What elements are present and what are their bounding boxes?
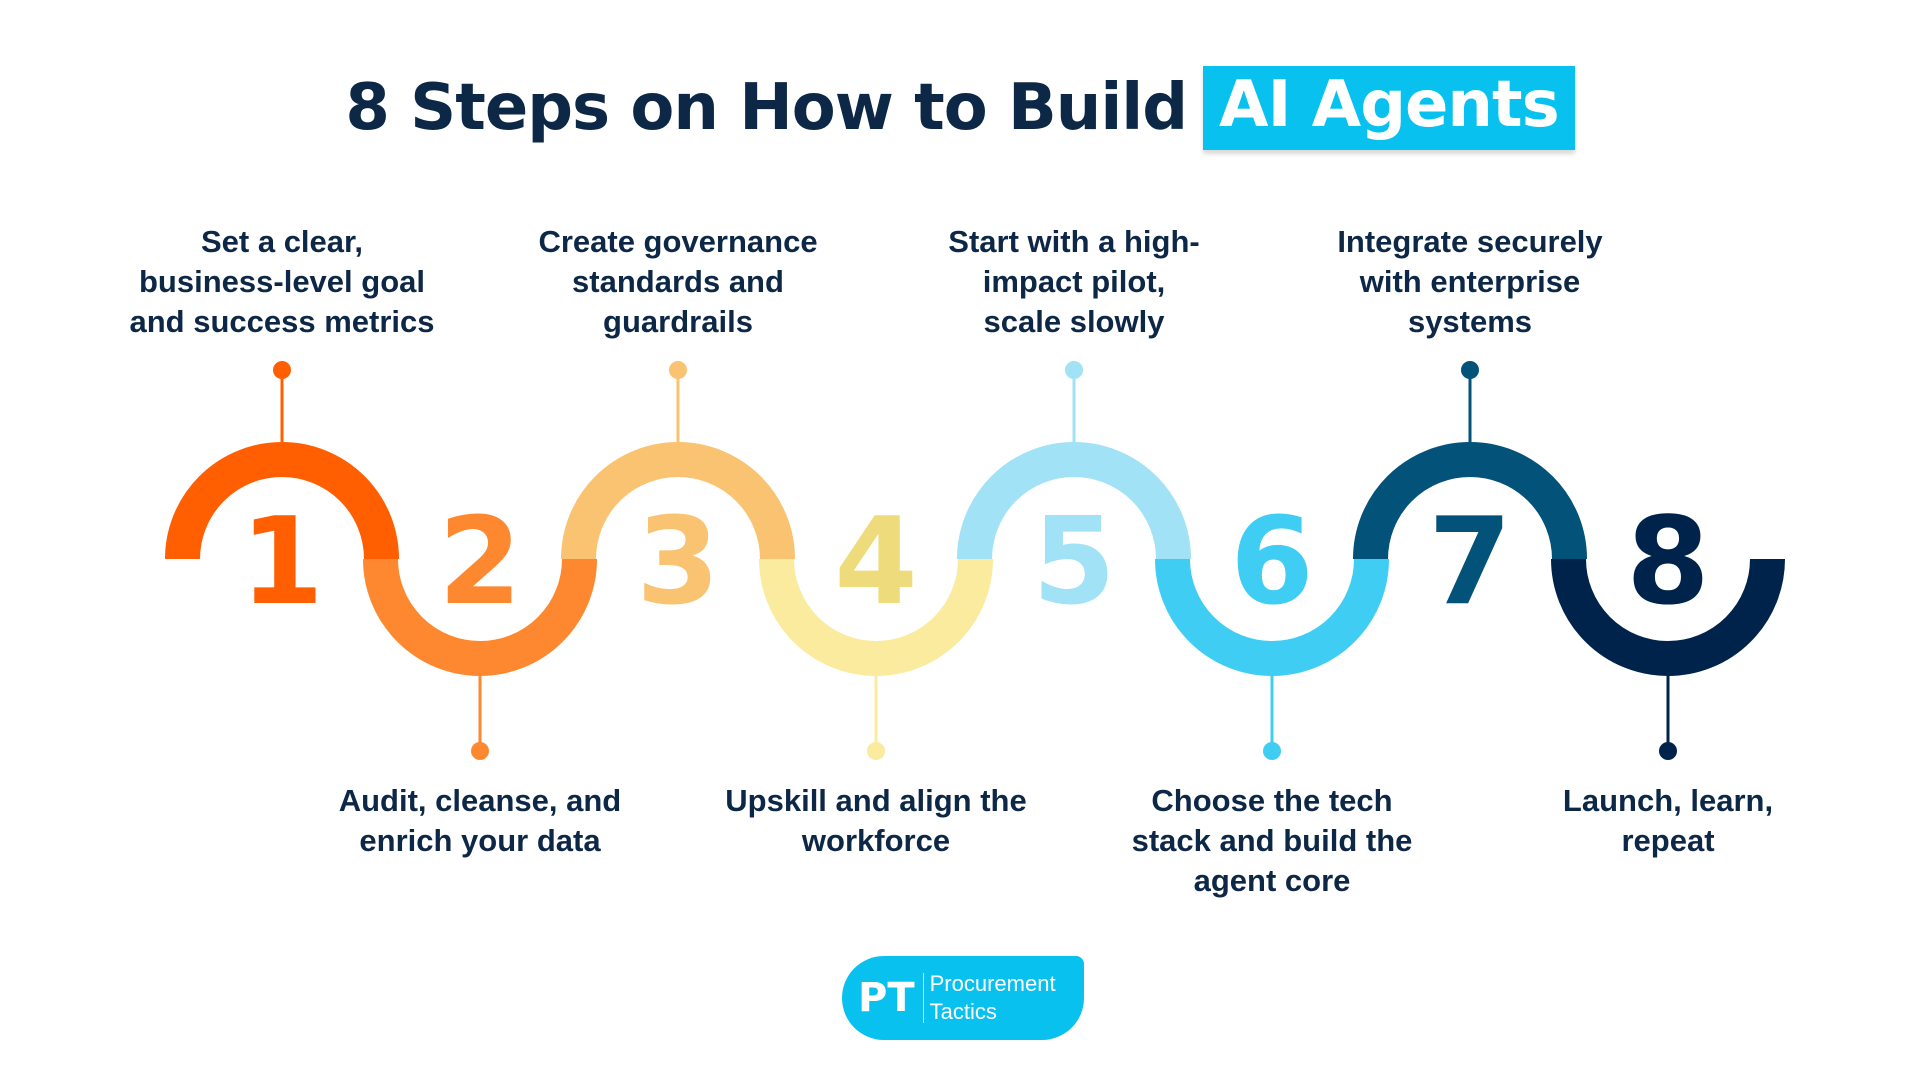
connector-dot (867, 742, 885, 760)
step-number: 8 (1626, 493, 1710, 632)
step-arc (561, 442, 795, 560)
step-6: 6 (1155, 493, 1389, 760)
title-highlight: AI Agents (1203, 66, 1575, 150)
step-label-line: repeat (1621, 823, 1715, 858)
step-8: 8 (1551, 493, 1785, 760)
step-label-line: with enterprise (1359, 264, 1581, 299)
step-number: 3 (636, 493, 720, 632)
page-title: 8 Steps on How to Build AI Agents (0, 62, 1920, 154)
step-label-line: Create governance (538, 224, 818, 259)
step-label-7: Integrate securely with enterprise systems (1300, 222, 1640, 342)
step-label-line: Set a clear, (200, 224, 363, 259)
step-label-line: Start with a high- (948, 224, 1200, 259)
step-1: 1 (165, 361, 399, 632)
step-arc (1155, 558, 1389, 676)
step-3: 3 (561, 361, 795, 632)
step-2: 2 (363, 493, 597, 760)
connector-dot (1263, 742, 1281, 760)
logo-mark: PT (858, 975, 915, 1021)
step-label-2: Audit, cleanse, and enrich your data (310, 781, 650, 861)
connector-dot (273, 361, 291, 379)
step-label-5: Start with a high-impact pilot, scale slo… (904, 222, 1244, 342)
step-arc (957, 442, 1191, 560)
step-number: 4 (834, 493, 918, 632)
step-number: 1 (240, 493, 324, 632)
step-label-line: workforce (801, 823, 951, 858)
step-number: 2 (438, 493, 522, 632)
step-label-line: impact pilot, (982, 264, 1166, 299)
step-7: 7 (1353, 361, 1587, 632)
step-label-line: guardrails (603, 304, 753, 339)
step-label-line: Launch, learn, (1562, 783, 1774, 818)
step-number: 6 (1230, 493, 1314, 632)
connector-dot (1065, 361, 1083, 379)
step-arc (1551, 558, 1785, 676)
logo-name: Procurement Tactics (930, 970, 1056, 1026)
step-label-line: stack and build the (1131, 823, 1413, 858)
connector-dot (1659, 742, 1677, 760)
step-arc (363, 558, 597, 676)
step-arc (759, 558, 993, 676)
step-label-line: standards and (572, 264, 784, 299)
connector-dot (669, 361, 687, 379)
step-label-1: Set a clear, business-level goal and succe… (112, 222, 452, 342)
step-label-line: scale slowly (983, 304, 1165, 339)
step-4: 4 (759, 493, 993, 760)
step-label-line: Upskill and align the (725, 783, 1027, 818)
step-arc (1353, 442, 1587, 560)
step-number: 7 (1428, 493, 1512, 632)
procurement-tactics-logo: PT Procurement Tactics (842, 956, 1084, 1040)
connector-dot (1461, 361, 1479, 379)
step-label-line: Integrate securely (1337, 224, 1603, 259)
step-label-6: Choose the tech stack and build the agent … (1102, 781, 1442, 901)
step-label-line: business-level goal (139, 264, 425, 299)
step-label-line: enrich your data (359, 823, 601, 858)
step-number: 5 (1032, 493, 1116, 632)
step-label-3: Create governance standards and guardrails (508, 222, 848, 342)
logo-divider (922, 973, 924, 1023)
title-main: 8 Steps on How to Build (345, 71, 1188, 145)
step-label-line: Choose the tech (1151, 783, 1393, 818)
step-label-8: Launch, learn, repeat (1498, 781, 1838, 861)
step-label-line: and success metrics (129, 304, 435, 339)
logo-name-line2: Tactics (929, 999, 997, 1024)
step-label-line: systems (1407, 304, 1533, 339)
step-arc (165, 442, 399, 560)
step-label-line: Audit, cleanse, and (338, 783, 622, 818)
logo-name-line1: Procurement (929, 971, 1056, 996)
step-label-line: agent core (1193, 863, 1351, 898)
step-5: 5 (957, 361, 1191, 632)
step-label-4: Upskill and align the workforce (706, 781, 1046, 861)
connector-dot (471, 742, 489, 760)
